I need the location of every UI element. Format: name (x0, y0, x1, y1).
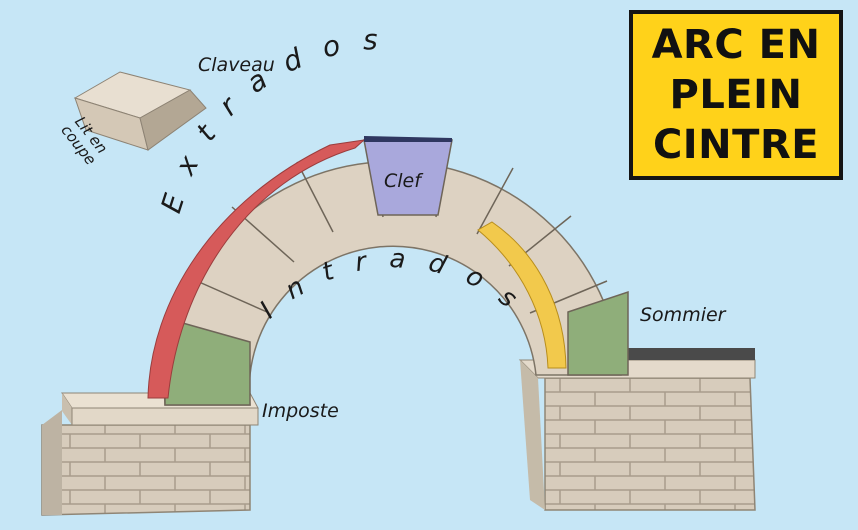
title-line-3: CINTRE (652, 122, 820, 168)
right-springer-stone (567, 290, 629, 376)
title-line-2: PLEIN (669, 72, 803, 118)
clef-label: Clef (384, 170, 421, 192)
title-box: ARC EN PLEIN CINTRE (629, 10, 843, 180)
left-pier (41, 392, 259, 516)
imposte-label: Imposte (262, 400, 339, 422)
title-line-1: ARC EN (651, 22, 821, 68)
extrados-band (147, 139, 366, 399)
claveau-block (73, 71, 207, 151)
intrados-band (477, 221, 567, 369)
sommier-label: Sommier (640, 304, 726, 326)
right-pier (518, 348, 756, 511)
claveau-label: Claveau (198, 54, 275, 76)
